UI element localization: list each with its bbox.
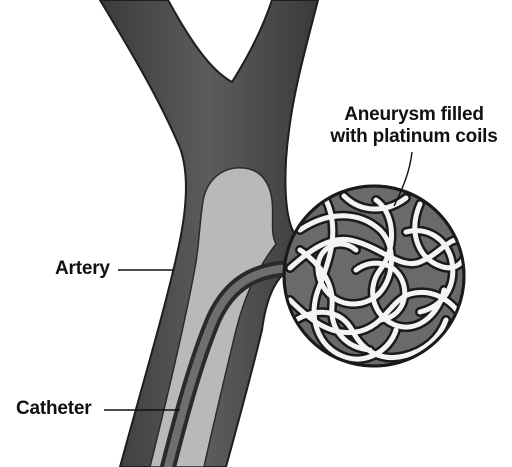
label-catheter: Catheter — [16, 398, 91, 420]
label-aneurysm-line2: with platinum coils — [316, 126, 512, 148]
label-aneurysm-line1: Aneurysm filled — [316, 104, 512, 126]
artery-vessel — [100, 0, 318, 467]
label-aneurysm: Aneurysm filled with platinum coils — [316, 104, 512, 148]
aneurysm-sac — [284, 186, 468, 366]
label-artery: Artery — [55, 258, 110, 280]
